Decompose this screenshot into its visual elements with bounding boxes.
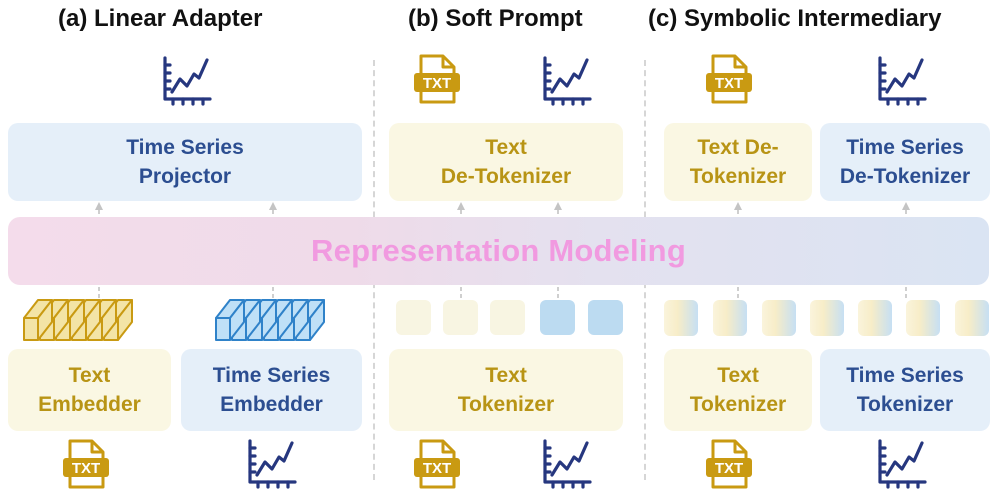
text-embedder-box: Text Embedder — [8, 349, 171, 431]
symbolic-token — [858, 300, 892, 336]
ts-projector-label-1: Time Series — [126, 136, 244, 159]
time-series-chart-icon — [543, 439, 592, 489]
svg-text:TXT: TXT — [72, 460, 100, 477]
ts-projector-label-2: Projector — [138, 165, 232, 188]
panel-a-title: (a) Linear Adapter — [58, 5, 263, 32]
symbolic-token — [906, 300, 940, 336]
text-detokenizer-c-label-2: Tokenizer — [689, 165, 787, 188]
representation-modeling-band: Representation Modeling — [8, 217, 989, 285]
txt-file-icon: TXT — [63, 439, 109, 489]
svg-text:TXT: TXT — [715, 460, 743, 477]
ts-tokenizer-c-label-2: Tokenizer — [856, 393, 954, 416]
text-embedding-stack-icon — [23, 299, 133, 341]
representation-modeling-label: Representation Modeling — [311, 233, 686, 268]
time-series-chart-icon — [543, 56, 592, 106]
text-tokenizer-b-label-1: Text — [485, 364, 527, 387]
panel-c-title: (c) Symbolic Intermediary — [648, 5, 942, 32]
panel-b-title: (b) Soft Prompt — [408, 5, 583, 32]
time-series-chart-icon — [248, 439, 297, 489]
txt-file-icon: TXT — [414, 439, 460, 489]
symbolic-token — [955, 300, 989, 336]
svg-text:TXT: TXT — [423, 75, 451, 92]
ts-embedder-label-1: Time Series — [212, 364, 331, 387]
text-tokenizer-box-c: Text Tokenizer — [664, 349, 812, 431]
ts-projector-box: Time Series Projector — [8, 123, 362, 201]
svg-text:TXT: TXT — [423, 460, 451, 477]
time-series-chart-icon — [878, 56, 927, 106]
symbolic-token — [664, 300, 698, 336]
symbolic-token — [762, 300, 796, 336]
text-embedder-label-1: Text — [68, 364, 111, 387]
svg-text:TXT: TXT — [715, 75, 743, 92]
text-detokenizer-c-label-1: Text De- — [697, 136, 779, 159]
ts-embedder-box: Time Series Embedder — [181, 349, 362, 431]
soft-token — [540, 300, 575, 335]
ts-tokenizer-box-c: Time Series Tokenizer — [820, 349, 990, 431]
time-series-chart-icon — [878, 439, 927, 489]
soft-token — [443, 300, 478, 335]
ts-tokenizer-c-label-1: Time Series — [846, 364, 964, 387]
soft-token — [396, 300, 431, 335]
ts-detokenizer-c-label-1: Time Series — [846, 136, 964, 159]
symbolic-token — [713, 300, 747, 336]
txt-file-icon: TXT — [706, 54, 752, 104]
txt-file-icon: TXT — [706, 439, 752, 489]
ts-embedding-stack-icon — [215, 299, 325, 341]
ts-embedder-label-2: Embedder — [220, 393, 323, 416]
time-series-chart-icon — [163, 56, 212, 106]
ts-detokenizer-box-c: Time Series De-Tokenizer — [820, 123, 990, 201]
text-embedder-label-2: Embedder — [38, 393, 141, 416]
ts-detokenizer-c-label-2: De-Tokenizer — [839, 165, 971, 188]
soft-token — [588, 300, 623, 335]
text-tokenizer-c-label-1: Text — [717, 364, 759, 387]
text-tokenizer-c-label-2: Tokenizer — [689, 393, 787, 416]
soft-token — [490, 300, 525, 335]
text-detokenizer-box-b: Text De-Tokenizer — [389, 123, 623, 201]
text-tokenizer-box-b: Text Tokenizer — [389, 349, 623, 431]
text-tokenizer-b-label-2: Tokenizer — [457, 393, 555, 416]
text-detokenizer-b-label-1: Text — [485, 136, 527, 159]
text-detokenizer-b-label-2: De-Tokenizer — [440, 165, 572, 188]
txt-file-icon: TXT — [414, 54, 460, 104]
symbolic-token — [810, 300, 844, 336]
text-detokenizer-box-c: Text De- Tokenizer — [664, 123, 812, 201]
